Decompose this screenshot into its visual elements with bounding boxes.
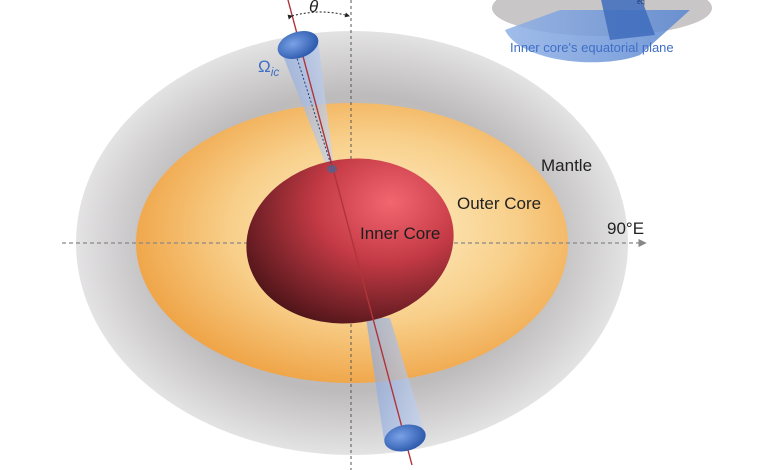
inner-core-body <box>246 158 454 324</box>
upper-rotation-cone <box>280 40 334 170</box>
equatorial-plane-label: Inner core's equatorial plane <box>510 40 674 55</box>
pivot-dot <box>327 165 337 173</box>
east-direction-label: 90°E <box>607 219 644 238</box>
inset-plane-facet <box>601 0 655 40</box>
theta-label: θ <box>309 0 319 16</box>
mantle-label: Mantle <box>541 156 592 175</box>
outer-core-label: Outer Core <box>457 194 541 213</box>
omega-symbol: Ω <box>258 57 271 76</box>
omega-ic-label: Ωic <box>258 57 279 79</box>
theta-angle-arc <box>287 11 350 20</box>
inset-subscript: eq <box>637 0 645 6</box>
inset-equatorial-plane: eq <box>492 0 712 63</box>
omega-subscript: ic <box>271 65 280 79</box>
lower-cap-ellipse <box>384 424 426 452</box>
inner-core-label: Inner Core <box>360 224 440 243</box>
inner-core-rotation-axis <box>287 0 413 466</box>
upper-cap-ellipse <box>277 31 319 59</box>
